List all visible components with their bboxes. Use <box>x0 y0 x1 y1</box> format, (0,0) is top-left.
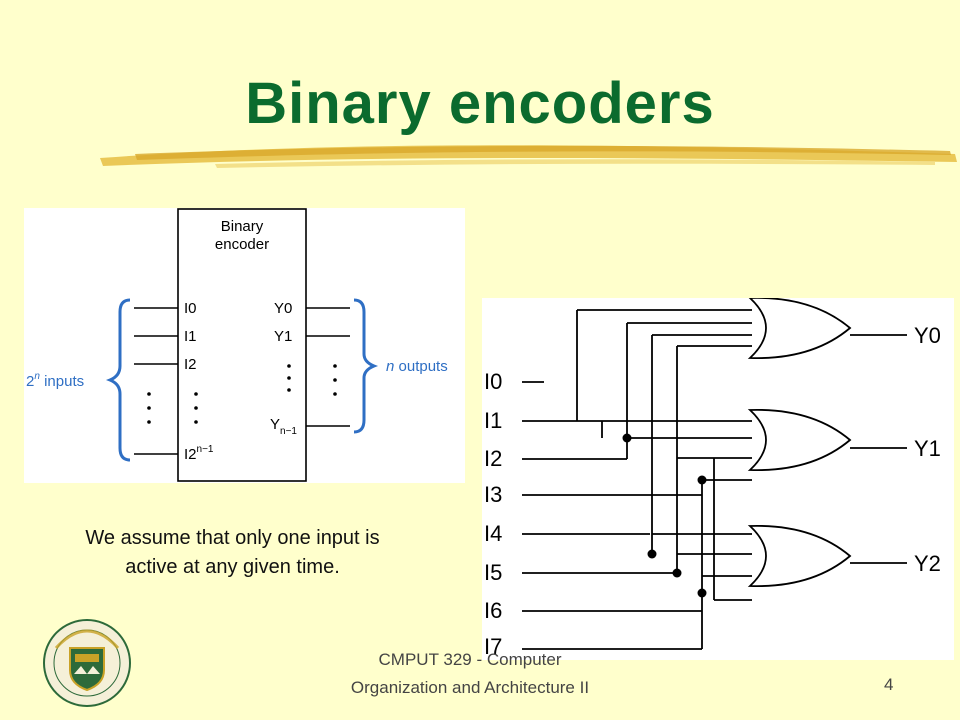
outputs-brace <box>353 298 379 434</box>
title-underline-brushstroke <box>100 145 957 168</box>
block-diagram-panel: Binary encoder I0 I1 I2 I2n−1 Y0 Y1 Yn−1 <box>24 208 465 483</box>
gate-diagram-panel: I0 I1 I2 I3 I4 I5 I6 I7 Y0 Y1 Y2 <box>482 297 954 660</box>
slide-footer: CMPUT 329 - Computer Organization and Ar… <box>290 646 650 702</box>
slide-title: Binary encoders <box>245 71 715 136</box>
outputs-count-label: n outputs <box>386 358 448 375</box>
inputs-brace <box>105 298 131 462</box>
output-label-last: Yn−1 <box>270 416 297 437</box>
gate-input-i5: I5 <box>484 560 502 585</box>
assumption-caption: We assume that only one input is active … <box>30 524 435 582</box>
gate-output-y2: Y2 <box>914 551 941 576</box>
caption-line-1: We assume that only one input is <box>85 527 380 549</box>
footer-line-1: CMPUT 329 - Computer <box>378 650 562 669</box>
inputs-count-label: 2n inputs <box>26 371 84 390</box>
output-label-y1: Y1 <box>274 328 292 345</box>
gate-input-i0: I0 <box>484 369 502 394</box>
page-number: 4 <box>884 675 894 694</box>
gate-output-y0: Y0 <box>914 323 941 348</box>
binary-encoder-block-diagram: Binary encoder I0 I1 I2 I2n−1 Y0 Y1 Yn−1 <box>26 208 448 482</box>
encoder-box <box>177 208 307 482</box>
box-title-line1: Binary <box>221 218 264 235</box>
gate-input-i6: I6 <box>484 598 502 623</box>
gate-input-i3: I3 <box>484 482 502 507</box>
university-crest-logo <box>43 619 131 707</box>
junction-dots <box>622 433 707 598</box>
input-label-i2: I2 <box>184 356 197 373</box>
box-title-line2: encoder <box>215 236 269 253</box>
gate-output-y1: Y1 <box>914 436 941 461</box>
input-label-last: I2n−1 <box>184 444 214 463</box>
gate-input-i4: I4 <box>484 521 502 546</box>
caption-line-2: active at any given time. <box>125 556 340 578</box>
gate-input-i2: I2 <box>484 446 502 471</box>
output-label-y0: Y0 <box>274 300 292 317</box>
ellipsis-dots <box>147 364 337 424</box>
footer-line-2: Organization and Architecture II <box>350 678 590 697</box>
gate-input-i7: I7 <box>484 634 502 659</box>
gate-input-i1: I1 <box>484 408 502 433</box>
input-label-i1: I1 <box>184 328 197 345</box>
encoder-gate-circuit: I0 I1 I2 I3 I4 I5 I6 I7 Y0 Y1 Y2 <box>484 297 941 659</box>
input-label-i0: I0 <box>184 300 197 317</box>
